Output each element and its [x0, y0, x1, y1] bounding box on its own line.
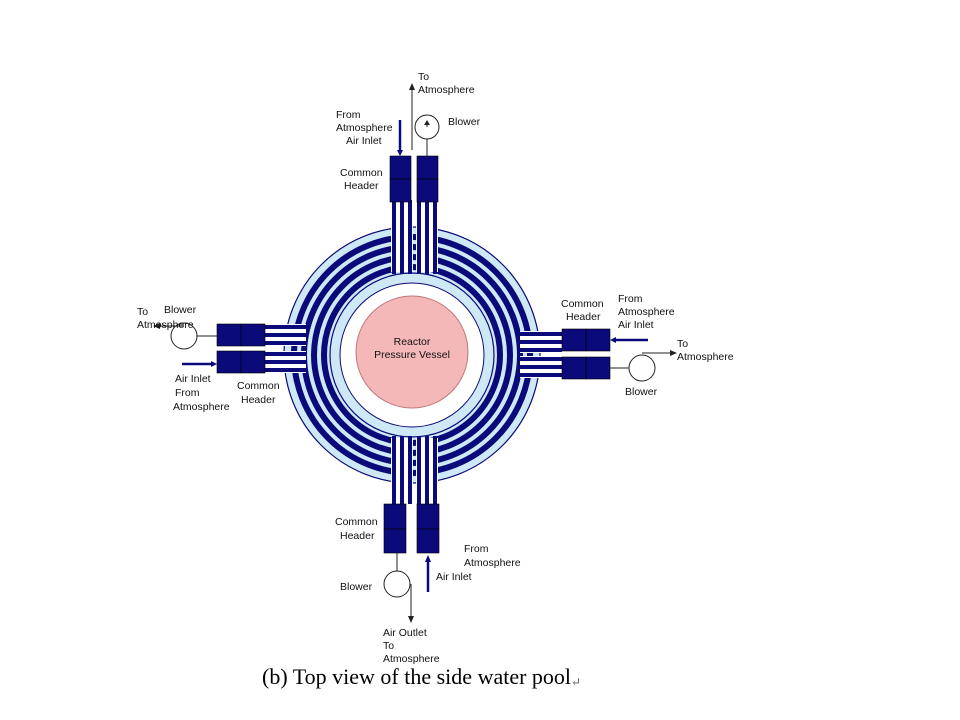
figure-caption: (b) Top view of the side water pool↵ [262, 664, 581, 690]
right-air-inlet: Air Inlet [618, 319, 654, 331]
top-inlet-arrow-icon [397, 150, 403, 156]
bottom-header-1: Common [335, 516, 378, 528]
top-from-atm-2: Atmosphere [336, 122, 393, 134]
left-outlet-arrow-icon [153, 323, 160, 329]
right-outlet-arrow-icon [670, 350, 677, 356]
bottom-blower [383, 570, 411, 598]
right-from-atm-1: From [618, 293, 643, 305]
left-inlet-arrow-icon [211, 361, 217, 367]
top-outlet-arrow-icon [409, 83, 415, 90]
top-header-2: Header [344, 180, 379, 192]
reactor-label-1: Reactor [394, 336, 431, 348]
top-branch: To Atmosphere Blower From Atmosphere Air… [336, 71, 481, 274]
right-to-atm-2: Atmosphere [677, 351, 734, 363]
bottom-header-left-upper [383, 503, 407, 530]
right-blower-label: Blower [625, 386, 658, 398]
left-header-lower-left [216, 350, 242, 374]
left-from-atm-2: Atmosphere [173, 401, 230, 413]
reactor-pressure-vessel [355, 295, 469, 409]
bottom-from-atm-2: Atmosphere [464, 557, 521, 569]
right-to-atm-1: To [677, 338, 688, 350]
right-blower [628, 354, 656, 382]
right-header-2: Header [566, 311, 601, 323]
right-header-lower-left [561, 356, 587, 380]
top-header-1: Common [340, 167, 383, 179]
top-blower-label: Blower [448, 116, 481, 128]
right-header-upper-right [585, 328, 611, 352]
bottom-air-inlet: Air Inlet [436, 571, 472, 583]
bottom-branch: Common Header From Atmosphere Air Inlet … [335, 436, 521, 665]
bottom-header-right-lower [416, 528, 440, 554]
top-header-right-upper [416, 155, 439, 180]
right-from-atm-2: Atmosphere [618, 306, 675, 318]
left-branch: To Atmosphere Blower Air Inlet From Atmo… [137, 304, 306, 413]
bottom-outlet-arrow-icon [408, 616, 414, 623]
reactor-label-2: Pressure Vessel [374, 349, 450, 361]
bottom-header-left-lower [383, 528, 407, 554]
left-blower-label: Blower [164, 304, 197, 316]
left-air-inlet: Air Inlet [175, 373, 211, 385]
top-to-atm-1: To [418, 71, 429, 83]
bottom-inlet-arrow-icon [425, 555, 431, 562]
right-header-upper-left [561, 328, 587, 352]
caption-text: (b) Top view of the side water pool [262, 664, 572, 689]
top-from-atm-1: From [336, 109, 361, 121]
right-header-1: Common [561, 298, 604, 310]
top-header-right-lower [416, 178, 439, 203]
top-air-inlet: Air Inlet [346, 135, 382, 147]
bottom-outlet-1: Air Outlet [383, 627, 427, 639]
left-header-lower-right [240, 350, 266, 374]
return-mark-icon: ↵ [571, 675, 582, 689]
left-header-upper-left [216, 323, 242, 347]
left-to-atm-2: Atmosphere [137, 319, 194, 331]
top-header-left-lower [389, 178, 412, 203]
right-branch: Common Header From Atmosphere Air Inlet … [520, 293, 734, 398]
bottom-header-right-upper [416, 503, 440, 530]
left-header-upper-right [240, 323, 266, 347]
bottom-outlet-2: To [383, 640, 394, 652]
left-to-atm-1: To [137, 306, 148, 318]
left-from-atm-1: From [175, 387, 200, 399]
top-to-atm-2: Atmosphere [418, 84, 475, 96]
bottom-header-2: Header [340, 530, 375, 542]
left-blower [170, 322, 198, 350]
top-header-left-upper [389, 155, 412, 180]
bottom-blower-label: Blower [340, 581, 373, 593]
left-header-2: Header [241, 394, 276, 406]
bottom-outlet-3: Atmosphere [383, 653, 440, 665]
left-header-1: Common [237, 380, 280, 392]
right-header-lower-right [585, 356, 611, 380]
bottom-from-atm-1: From [464, 543, 489, 555]
right-inlet-arrow-icon [610, 337, 616, 343]
